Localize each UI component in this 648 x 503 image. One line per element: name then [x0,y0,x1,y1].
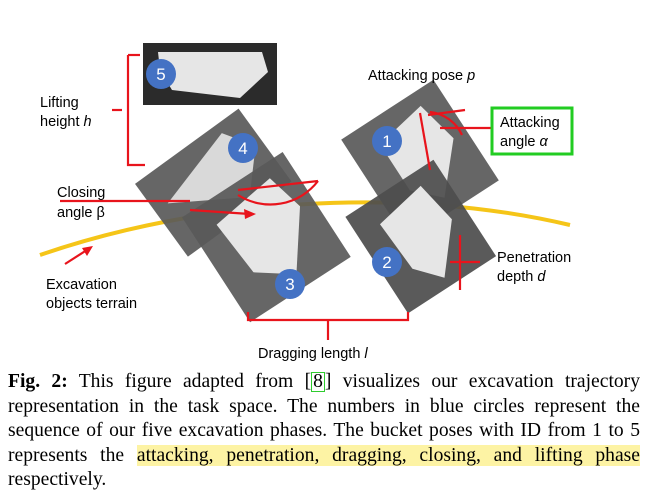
citation-link[interactable]: 8 [311,371,325,392]
caption-text-b: ] visualizes our excavation trajectory r… [8,371,641,466]
bucket-pose-3 [182,152,351,323]
terrain-label-line1: Excavation [46,277,117,293]
bucket-pose-5 [143,43,277,105]
phase-marker-5: 5 [146,59,176,89]
lifting-height-label-line2: height h [40,114,92,130]
svg-text:2: 2 [382,253,391,272]
attacking-angle-label-line2: angle α [500,134,549,150]
terrain-label-line2: objects terrain [46,296,137,312]
closing-arrow-head [244,209,256,219]
closing-angle-label-line2: angle β [57,205,105,221]
svg-text:5: 5 [156,65,165,84]
caption-text-c: respectively. [8,469,107,490]
figure-caption: Fig. 2: This figure adapted from [8] vis… [8,370,640,493]
attacking-angle-label-line1: Attacking [500,115,560,131]
svg-text:3: 3 [285,275,294,294]
attacking-pose-label: Attacking pose p [368,68,475,84]
caption-text-a: This figure adapted from [ [67,371,312,392]
penetration-depth-label-line2: depth d [497,269,546,285]
dragging-length-label: Dragging length l [258,346,368,362]
phase-marker-4: 4 [228,133,258,163]
phase-marker-2: 2 [372,247,402,277]
caption-highlight: attacking, penetration, dragging, closin… [136,444,640,466]
svg-text:1: 1 [382,132,391,151]
attacking-angle-box [490,106,574,156]
caption-label: Fig. 2: [8,371,68,392]
penetration-depth-label-line1: Penetration [497,250,571,266]
lifting-height-label-line1: Lifting [40,95,79,111]
closing-angle-label-line1: Closing [57,185,105,201]
phase-marker-1: 1 [372,126,402,156]
terrain-arrow-head [82,246,93,256]
svg-text:4: 4 [238,139,247,158]
trajectory-figure: 5 4 1 2 3 Lifting height h Attacking pos… [39,43,574,362]
phase-marker-3: 3 [275,269,305,299]
bucket-pose-2 [345,159,497,314]
annotations [60,53,492,340]
